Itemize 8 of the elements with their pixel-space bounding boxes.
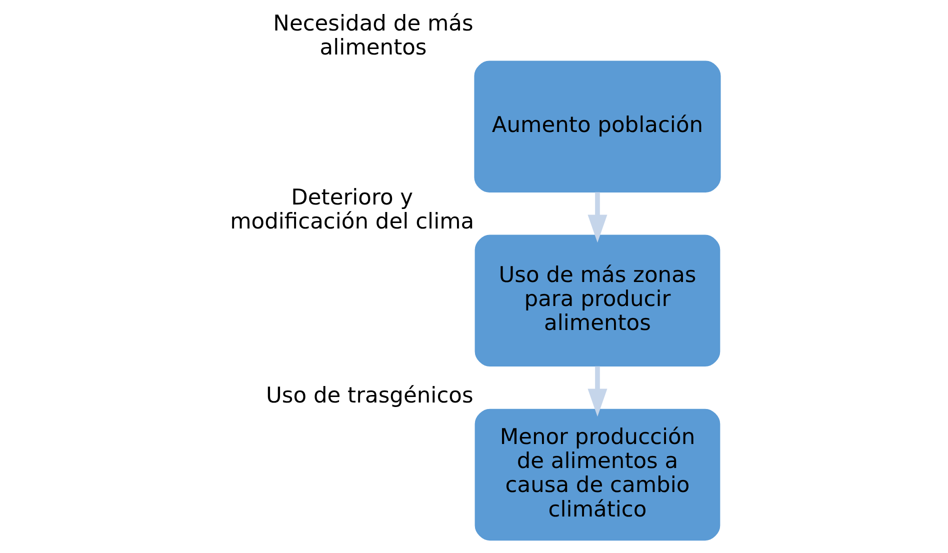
arrow	[587, 366, 607, 417]
node-box: Uso de más zonas para producir alimentos	[474, 234, 720, 367]
node-label: Uso de trasgénicos	[265, 384, 473, 409]
node-box: Aumento población	[474, 60, 720, 192]
node-box: Menor producción de alimentos a causa de cambio climático	[474, 408, 720, 541]
arrow	[587, 192, 607, 243]
node-label: Necesidad de más alimentos	[272, 11, 473, 61]
node-label: Deterioro y modificación del clima	[230, 185, 474, 235]
